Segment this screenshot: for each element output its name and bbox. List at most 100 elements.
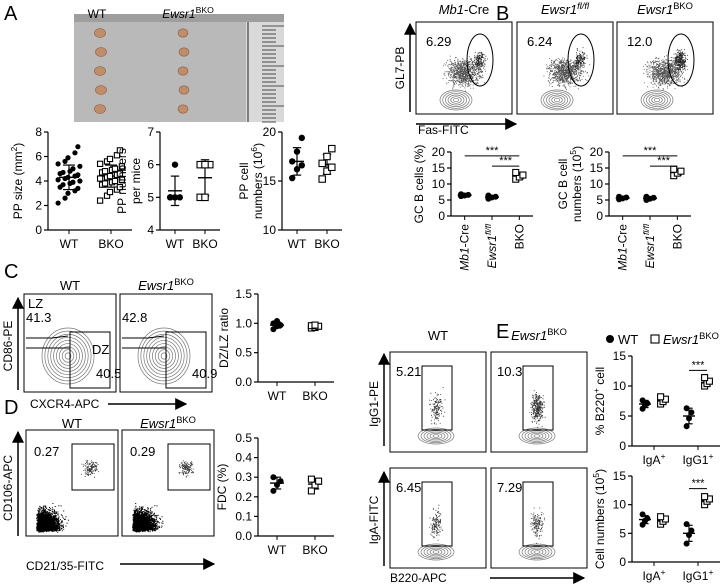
data-point xyxy=(116,183,124,191)
contour xyxy=(530,548,544,556)
data-point xyxy=(307,487,315,495)
y-axis-label: PP size (mm2) xyxy=(9,143,25,220)
label-part: BKO xyxy=(547,327,567,337)
x-tick-label: BKO xyxy=(512,224,526,249)
data-point xyxy=(705,377,713,385)
data-point xyxy=(270,474,277,481)
contour xyxy=(527,431,547,441)
y-axis-label: IgG1-PE xyxy=(367,381,381,427)
legend: WT Ewsr1BKO xyxy=(606,331,719,347)
label-part: fl/fl xyxy=(577,1,590,11)
label-part: Cell numbers (10 xyxy=(593,477,607,569)
gate-percentage: 40.5 xyxy=(96,366,121,381)
pp-patch xyxy=(177,28,189,38)
significance-label: *** xyxy=(499,155,513,167)
pp-patch xyxy=(94,28,106,38)
label-part: IgG1 xyxy=(682,569,708,583)
gate-lz xyxy=(26,335,69,339)
flow-column-header: WT xyxy=(428,328,448,343)
y-axis-label: GC B cell xyxy=(556,159,570,210)
data-point xyxy=(643,193,650,200)
label-part: -Cre xyxy=(458,224,472,248)
contour xyxy=(551,96,563,104)
y-tick-label: 15 xyxy=(263,174,277,188)
label-part: WT xyxy=(618,332,638,347)
legend-label: Ewsr1BKO xyxy=(663,331,719,347)
contour xyxy=(50,336,86,376)
data-point xyxy=(270,487,277,494)
contour xyxy=(426,431,446,441)
contour xyxy=(543,91,571,109)
contour xyxy=(157,349,171,363)
x-axis-label: Fas-FITC xyxy=(418,123,469,137)
data-point xyxy=(201,193,209,202)
label-part: Ewsr1 xyxy=(485,235,499,268)
photo-strip xyxy=(74,14,284,22)
data-point xyxy=(55,200,61,206)
y-axis-label: per mice xyxy=(129,158,143,204)
contour xyxy=(524,430,550,442)
y-axis-label: CD86-PE xyxy=(1,321,15,372)
data-point xyxy=(485,192,492,199)
y-tick-label: 0.1 xyxy=(235,509,252,523)
gate-percentage: 10.3 xyxy=(497,364,522,379)
ruler xyxy=(246,22,284,122)
flow-column-header: Ewsr1BKO xyxy=(140,415,196,431)
x-tick-label: BKO xyxy=(670,224,684,249)
y-tick-label: 5 xyxy=(147,190,154,204)
gate xyxy=(71,443,115,491)
contour xyxy=(533,550,541,554)
contour xyxy=(643,91,671,109)
panel-letter: D xyxy=(4,397,18,419)
gate-percentage: 6.45 xyxy=(396,480,421,495)
significance-label: *** xyxy=(657,155,671,167)
data-point xyxy=(650,194,657,201)
data-point xyxy=(677,167,685,175)
y-tick-label: 0 xyxy=(619,555,626,569)
gate-percentage: 0.29 xyxy=(130,444,155,459)
contour xyxy=(140,330,188,382)
data-point xyxy=(519,171,527,179)
x-tick-label: IgG1+ xyxy=(682,451,713,467)
x-tick-label: WT xyxy=(268,543,287,557)
contour xyxy=(137,327,191,385)
y-tick-label: 8 xyxy=(35,125,42,139)
legend-label: WT xyxy=(618,332,638,347)
data-point xyxy=(683,521,690,528)
data-point xyxy=(106,188,114,196)
data-point xyxy=(65,174,71,180)
y-tick-label: 1.0 xyxy=(235,316,252,330)
data-point xyxy=(118,163,126,170)
data-point xyxy=(75,172,81,178)
data-point xyxy=(318,159,326,168)
data-point xyxy=(75,144,81,150)
label-part: Ewsr1 xyxy=(140,416,176,431)
flow-column-header: WT xyxy=(60,278,80,293)
y-axis-label: numbers (106) xyxy=(249,143,265,219)
label-part: Ewsr1 xyxy=(162,7,195,21)
data-point xyxy=(70,179,76,185)
gate xyxy=(567,33,595,87)
gate-percentage: 5.21 xyxy=(396,364,421,379)
x-tick-label: BKO xyxy=(98,237,123,251)
data-point xyxy=(318,175,326,183)
label-part: 6 xyxy=(249,147,259,152)
panel-letter: C xyxy=(4,261,18,283)
label-part: 5 xyxy=(568,150,578,155)
y-tick-label: 15 xyxy=(613,469,627,483)
x-tick-label: Ewsr1fl/fl xyxy=(483,223,499,268)
label-part: BKO xyxy=(670,224,684,249)
data-point xyxy=(171,194,179,201)
events xyxy=(429,387,446,425)
y-tick-label: 15 xyxy=(590,161,604,175)
flow-column-header: Ewsr1BKO xyxy=(511,327,567,343)
data-point xyxy=(55,161,61,167)
gate xyxy=(522,481,554,547)
y-tick-label: 0 xyxy=(35,223,42,237)
label-part: per mice xyxy=(129,158,143,204)
data-point xyxy=(323,152,331,161)
